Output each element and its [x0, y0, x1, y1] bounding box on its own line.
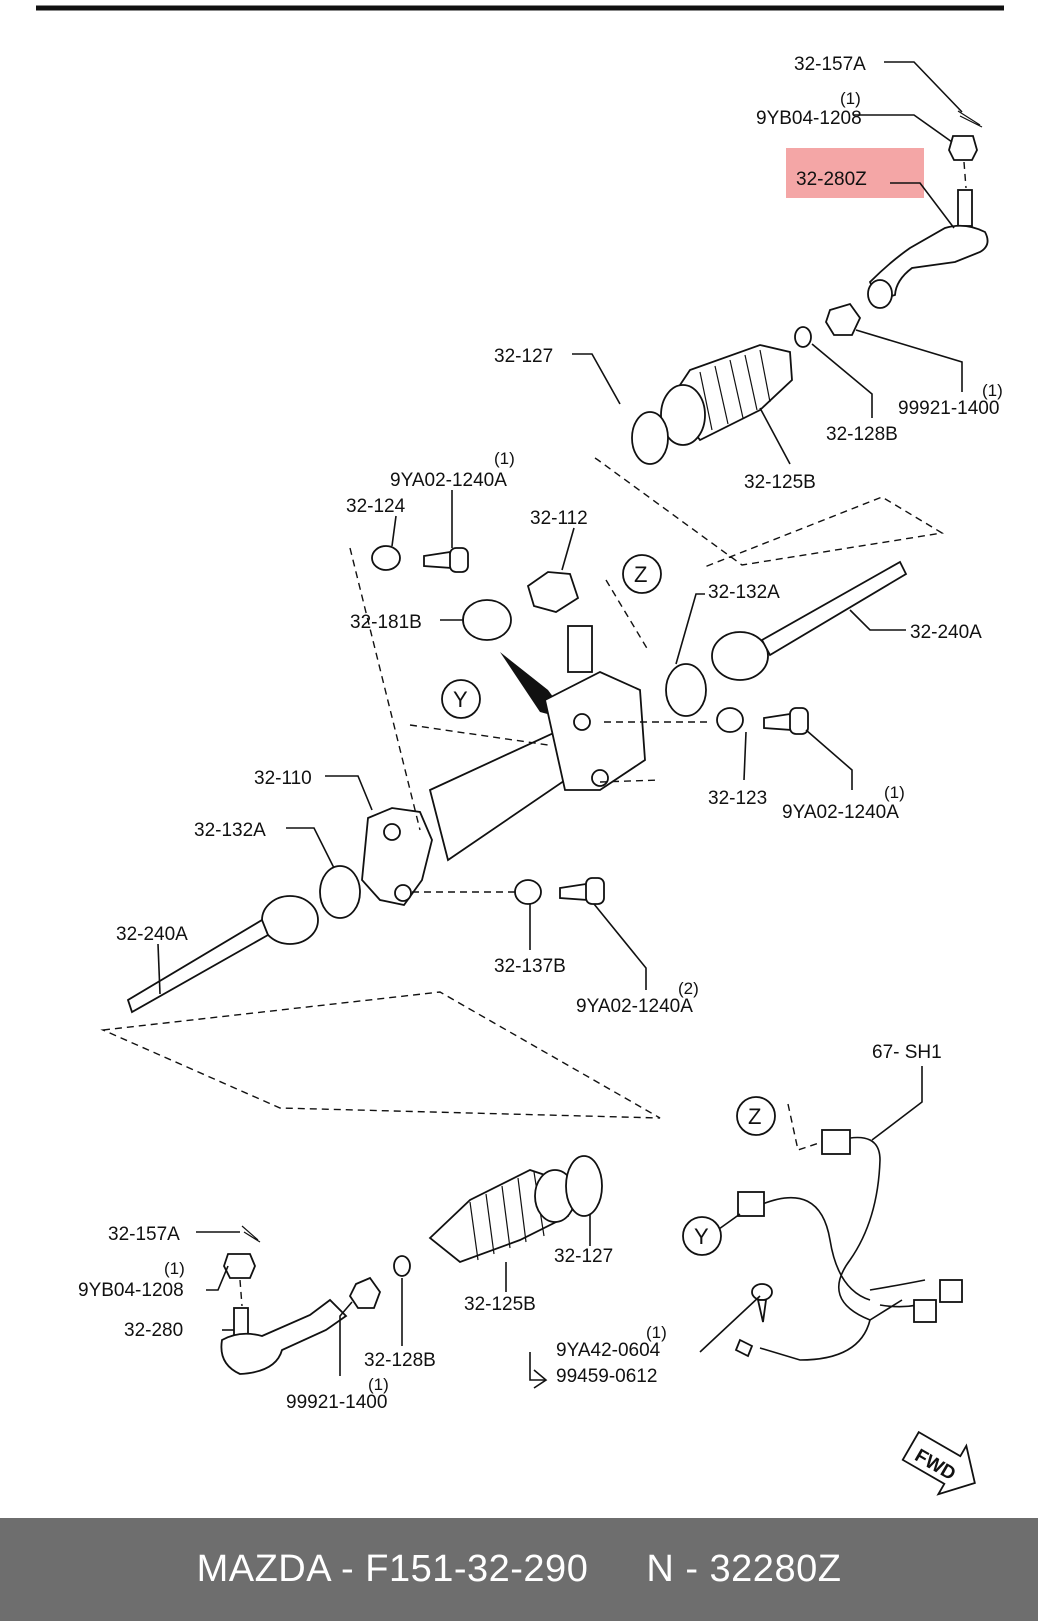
- label-lower-nut-qty: (1): [164, 1259, 185, 1278]
- label-callout-y-bottom: Y: [694, 1224, 709, 1249]
- connector-b-shape: [913, 1299, 937, 1323]
- label-inner-rod-right: 32-240A: [910, 622, 982, 643]
- upper-tie-rod-end-group: [631, 110, 989, 465]
- label-upper-tie-rod-end: 32-280Z: [796, 169, 867, 190]
- screw-shape: [751, 1283, 773, 1323]
- lower-boot-clamp-shape: [565, 1155, 603, 1217]
- pinion-shaft-shape: [567, 625, 593, 673]
- label-bushing-c: 32-137B: [494, 956, 566, 977]
- bolt-c-shape: [559, 877, 605, 905]
- part-number-footer: MAZDA - F151-32-290 N - 32280Z: [0, 1518, 1038, 1621]
- part-labels: 32-157A (1) 9YB04-1208 32-280Z 32-127 (1…: [78, 54, 1003, 1485]
- upper-tie-rod-end-shape: [868, 224, 989, 302]
- upper-tie-rod-socket: [867, 279, 893, 309]
- label-lower-locknut-qty: (1): [368, 1375, 389, 1394]
- label-upper-nut: 9YB04-1208: [756, 108, 862, 129]
- upper-boot-clamp-shape: [631, 411, 669, 465]
- bushing-a-shape: [371, 545, 401, 571]
- label-bolt-a: 9YA02-1240A: [390, 470, 507, 491]
- label-bushing-b: 32-123: [708, 788, 767, 809]
- label-lower-boot-clamp: 32-127: [554, 1246, 613, 1267]
- callout-circles: [441, 554, 776, 1256]
- connector-y-shape: [737, 1191, 765, 1217]
- bushing-b-shape: [716, 707, 744, 733]
- label-lower-small-clamp: 32-128B: [364, 1350, 436, 1371]
- connector-z-shape: [821, 1129, 851, 1155]
- lower-tie-rod-end-group: [220, 1155, 603, 1375]
- wiring-harness-group: [734, 1103, 963, 1361]
- label-callout-y-top: Y: [453, 687, 468, 712]
- label-upper-nut-qty: (1): [840, 89, 861, 108]
- label-lower-nut: 9YB04-1208: [78, 1280, 184, 1301]
- hose-clamp-shape: [462, 599, 512, 641]
- leader-lines: [157, 61, 963, 1389]
- upper-locknut-shape: [825, 302, 862, 336]
- upper-cotter-pin-shape: [957, 110, 983, 128]
- footer-aftermarket-number: N - 32280Z: [646, 1548, 842, 1590]
- label-lower-cotter-pin: 32-157A: [108, 1224, 180, 1245]
- connector-a-shape: [939, 1279, 963, 1303]
- label-gear-housing: 32-110: [254, 768, 312, 789]
- label-callout-z-bottom: Z: [748, 1104, 761, 1129]
- right-inner-rod-shape: [711, 560, 908, 681]
- steering-gear-exploded-diagram: 32-157A (1) 9YB04-1208 32-280Z 32-127 (1…: [36, 5, 1004, 1496]
- upper-dash-box: [594, 457, 945, 569]
- label-harness: 67- SH1: [872, 1042, 942, 1063]
- footer-oem-number: MAZDA - F151-32-290: [196, 1548, 589, 1590]
- gear-housing-shape: [361, 671, 646, 907]
- label-seal-left: 32-132A: [194, 820, 266, 841]
- label-upper-boot: 32-125B: [744, 472, 816, 493]
- highlight-box: [786, 148, 924, 198]
- upper-stud-shape: [957, 189, 973, 227]
- bolt-a-shape: [423, 547, 469, 573]
- label-bushing-a: 32-124: [346, 496, 406, 517]
- label-cap: 32-112: [530, 508, 588, 529]
- label-lower-locknut: 99921-1400: [286, 1392, 387, 1413]
- label-upper-small-clamp: 32-128B: [826, 424, 898, 445]
- label-lower-boot: 32-125B: [464, 1294, 536, 1315]
- right-seal-shape: [665, 663, 707, 717]
- label-screw-alt: 99459-0612: [556, 1366, 657, 1387]
- sensor-tip-shape: [734, 1338, 754, 1358]
- label-screw-qty: (1): [646, 1323, 667, 1342]
- steering-rack-group: [100, 457, 945, 1119]
- label-bolt-c: 9YA02-1240A: [576, 996, 693, 1017]
- left-inner-rod-shape: [126, 895, 319, 1014]
- label-bolt-b: 9YA02-1240A: [782, 802, 899, 823]
- label-upper-locknut: 99921-1400: [898, 398, 999, 419]
- lower-locknut-shape: [348, 1276, 382, 1309]
- label-upper-boot-clamp: 32-127: [494, 346, 553, 367]
- left-seal-shape: [319, 865, 361, 919]
- upper-small-clamp-shape: [794, 326, 812, 348]
- label-seal-right: 32-132A: [708, 582, 780, 603]
- lower-small-clamp-shape: [393, 1255, 411, 1277]
- label-lower-tie-rod-end: 32-280: [124, 1320, 183, 1341]
- label-upper-cotter-pin: 32-157A: [794, 54, 866, 75]
- cap-shape: [526, 571, 580, 613]
- upper-boot-shape: [660, 344, 793, 446]
- label-callout-z-top: Z: [634, 562, 647, 587]
- lower-tie-rod-end-shape: [220, 1298, 348, 1375]
- label-bolt-c-qty: (2): [678, 979, 699, 998]
- label-bolt-a-qty: (1): [494, 449, 515, 468]
- label-hose-clamp: 32-181B: [350, 612, 422, 633]
- lower-dash-box: [100, 991, 661, 1119]
- bushing-c-shape: [514, 879, 542, 905]
- label-bolt-b-qty: (1): [884, 783, 905, 802]
- label-screw: 9YA42-0604: [556, 1340, 661, 1361]
- label-upper-locknut-qty: (1): [982, 381, 1003, 400]
- lower-nut-shape: [223, 1253, 256, 1279]
- upper-nut-shape: [948, 135, 978, 161]
- bolt-b-shape: [763, 707, 809, 735]
- label-inner-rod-left: 32-240A: [116, 924, 188, 945]
- fwd-arrow: [901, 1430, 976, 1496]
- lower-cotter-pin-shape: [241, 1225, 261, 1243]
